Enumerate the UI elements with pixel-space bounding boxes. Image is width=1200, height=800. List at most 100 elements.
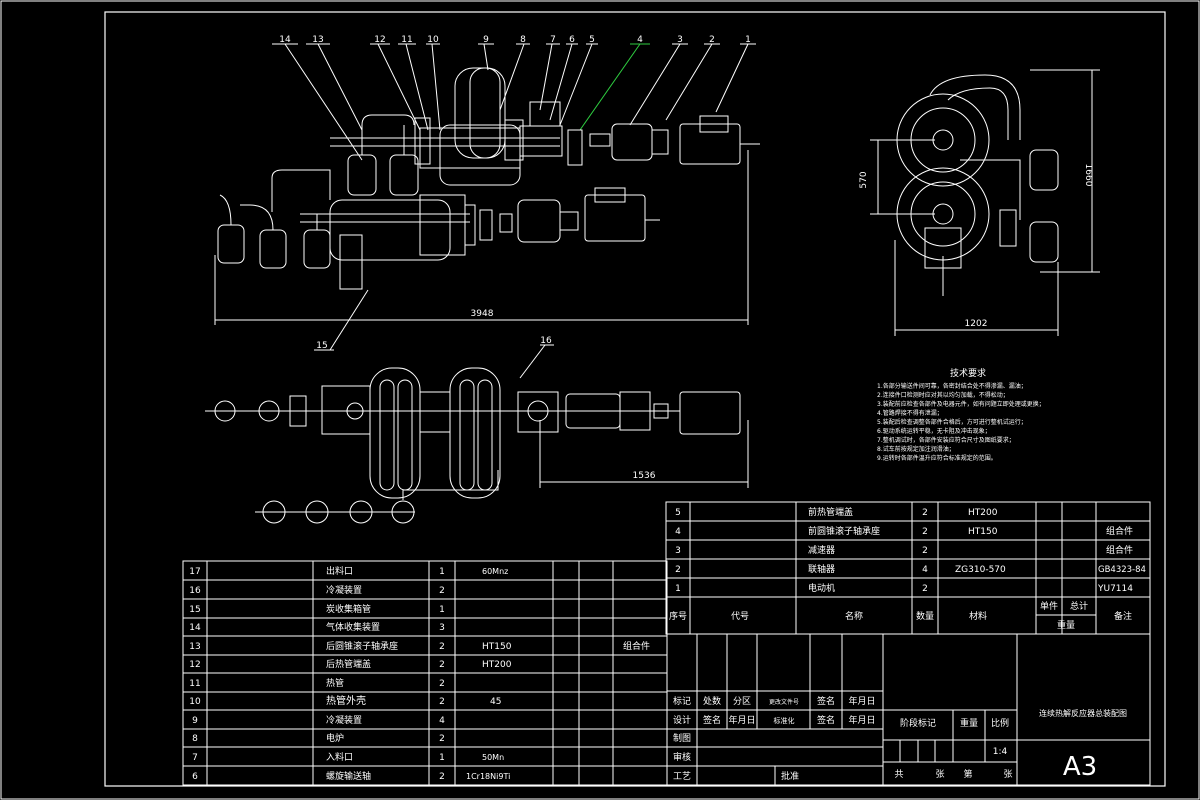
bom-material: 45 (490, 697, 501, 707)
balloon-8: 8 (520, 35, 526, 45)
balloon-2: 2 (709, 35, 715, 45)
bom-qty: 2 (439, 679, 445, 689)
bom-qty: 2 (922, 508, 928, 518)
bom-name: 冷凝装置 (326, 714, 362, 726)
front-view: 14 13 12 11 10 9 8 7 6 5 4 3 2 1 (214, 35, 760, 351)
bom-no: 14 (189, 623, 201, 633)
bom-qty: 1 (439, 753, 445, 763)
bom-name: 电动机 (808, 582, 835, 594)
sheet-size: A3 (1063, 752, 1097, 782)
bom-qty: 2 (439, 642, 445, 652)
header-material: 材料 (969, 610, 987, 622)
tech-req-title: 技术要求 (950, 367, 986, 379)
tech-req-item: 7.整机调试时，各部件安装应符合尺寸及图纸要求； (877, 436, 1015, 444)
bom-name: 电炉 (326, 732, 344, 744)
header-no: 序号 (669, 610, 687, 622)
bom-qty: 2 (439, 697, 445, 707)
balloon-7: 7 (550, 35, 556, 45)
bom-no: 3 (675, 546, 681, 556)
bom-no: 9 (192, 716, 198, 726)
header-weight: 重量 (1057, 619, 1075, 631)
table-row: 1 电动机 2 YU7114 (675, 582, 1133, 594)
signoff-signature: 签名 (703, 714, 721, 726)
balloon-13: 13 (312, 35, 323, 45)
dim-1660-text: 1660 (1083, 164, 1093, 187)
bom-material: HT200 (482, 660, 512, 670)
bom-note: 组合件 (623, 640, 650, 652)
bom-name: 后圆锥滚子轴承座 (326, 640, 398, 652)
signoff-signature: 签名 (817, 695, 835, 707)
header-note: 备注 (1114, 610, 1132, 622)
bom-material: ZG310-570 (955, 565, 1006, 575)
bom-material: HT200 (968, 508, 998, 518)
header-code: 代号 (731, 611, 749, 622)
table-row: 3 减速器 2 组合件 (675, 544, 1133, 556)
bom-name: 减速器 (808, 544, 835, 556)
bom-qty: 2 (439, 586, 445, 596)
bom-material: HT150 (482, 642, 512, 652)
signoff-date: 年月日 (728, 714, 755, 726)
lower-reactor (217, 169, 660, 290)
tech-req-item: 3.装配前应检查各部件及电器元件，如有问题立即处理或更换； (877, 400, 1045, 408)
table-row: 4 前圆锥滚子轴承座 2 HT150 组合件 (675, 525, 1133, 537)
bom-name: 热管外壳 (326, 694, 366, 707)
side-view: 570 1660 1202 (859, 69, 1100, 336)
bom-name: 螺旋输送轴 (326, 770, 371, 782)
header-total: 总计 (1070, 600, 1088, 612)
signoff-approve: 批准 (781, 770, 799, 782)
bom-qty: 4 (439, 716, 445, 726)
title-block-grid (666, 633, 1151, 786)
upper-reactor (330, 67, 760, 196)
bom-material: 60Mnz (482, 567, 508, 576)
signoff-drawn: 制图 (673, 732, 691, 744)
bom-material: HT150 (968, 527, 998, 537)
bom-no: 6 (192, 772, 198, 782)
scale-value: 1:4 (993, 747, 1008, 757)
signoff-design: 设计 (673, 714, 691, 726)
technical-requirements: 技术要求 1.各部分输送件间可靠，各密封结合处不得渗漏、漏油； 2.连接件口检测… (877, 367, 1045, 462)
bom-note: 组合件 (1106, 525, 1133, 537)
bom-qty: 2 (439, 660, 445, 670)
table-row: 5 前热管端盖 2 HT200 (675, 506, 998, 518)
sheet-unit-label: 张 (1003, 769, 1012, 780)
balloon-14: 14 (279, 35, 291, 45)
bom-no: 7 (192, 753, 198, 763)
bom-material: 50Mn (482, 753, 504, 762)
balloon-9: 9 (483, 35, 489, 45)
sheet-total-label: 共 (894, 769, 903, 780)
bom-no: 2 (675, 565, 681, 575)
balloon-5: 5 (589, 35, 595, 45)
signoff-count: 处数 (703, 695, 721, 707)
bom-name: 后热管端盖 (326, 658, 371, 670)
tech-req-item: 4.管路焊接不得有泄漏； (877, 409, 943, 417)
balloon-6: 6 (569, 35, 575, 45)
bom-name: 冷凝装置 (326, 584, 362, 596)
bom-qty: 1 (439, 605, 445, 615)
table-header: 序号 代号 名称 数量 材料 单件 总计 重量 备注 (669, 600, 1132, 631)
tech-req-item: 8.试车前按规定加注润滑油； (877, 445, 955, 453)
dim-1536-text: 1536 (633, 471, 656, 481)
dim-1202-text: 1202 (965, 319, 988, 329)
signoff-change-doc: 更改文件号 (769, 698, 799, 706)
lower-bom-table (182, 560, 668, 786)
balloon-1: 1 (745, 35, 751, 45)
balloon-4: 4 (637, 35, 643, 45)
scale-label: 比例 (991, 717, 1009, 729)
balloon-numbers: 14 13 12 11 10 9 8 7 6 5 4 3 2 1 (279, 35, 751, 45)
balloon-3: 3 (677, 35, 683, 45)
tech-req-item: 5.装配后检查调整各部件合格后，方可进行整机试运行； (877, 418, 1027, 426)
header-name: 名称 (845, 610, 863, 622)
signoff-date: 年月日 (848, 695, 875, 707)
bom-no: 13 (189, 642, 200, 652)
